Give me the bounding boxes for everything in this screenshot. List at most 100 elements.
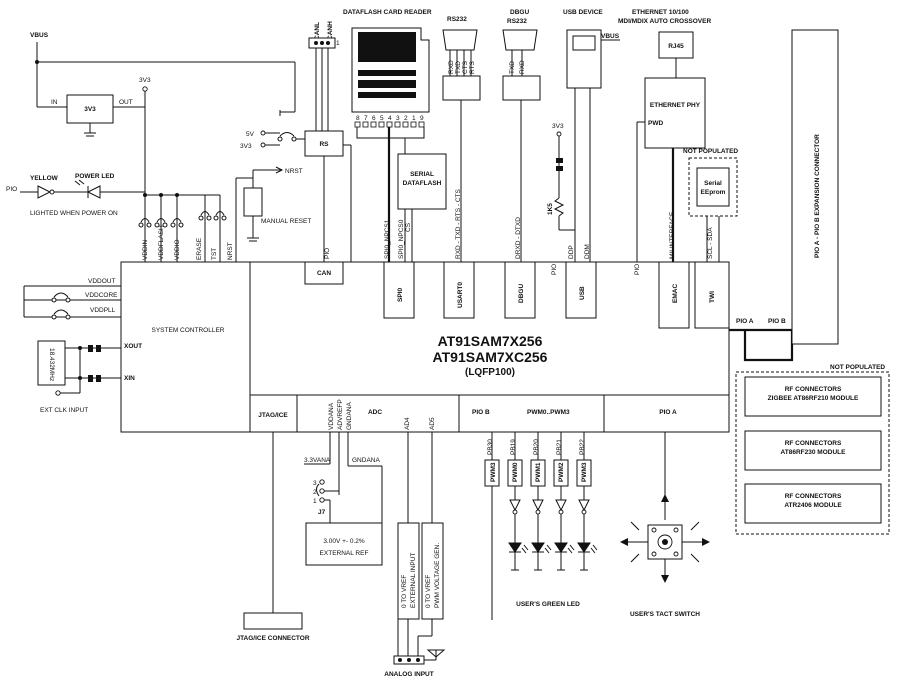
ad4-label: AD4 [404, 417, 411, 430]
spi0-npcs1-label: SPI0_NPCS1 [384, 219, 391, 259]
usb-block-label: USB [579, 286, 586, 300]
cs-label: CS [405, 222, 412, 232]
crystal-label: 18.432MHz [48, 348, 55, 381]
adc-block-label: ADC [368, 409, 382, 416]
green-led-label: USER'S GREEN LED [516, 601, 580, 608]
can-pin1-label: 1 [336, 40, 340, 47]
led-buffer-4 [578, 499, 590, 512]
eeprom-not-populated: NOT POPULATED [683, 148, 738, 155]
serial-df-label-1: SERIAL [410, 171, 434, 178]
pio-b-block-label: PIO B [472, 409, 490, 416]
adc-vddana: VDDANA [328, 402, 335, 430]
usart-cts: CTS [462, 60, 469, 74]
j7-pin2: 2 [313, 489, 317, 496]
serial-df-label-2: DATAFLASH [403, 180, 442, 187]
ad5-label: AD5 [429, 417, 436, 430]
pio-a-signal-label: PIO [551, 264, 558, 275]
xout-label: XOUT [124, 343, 142, 350]
v5-label: 5V [246, 131, 255, 138]
rs-label: RS [319, 141, 329, 148]
vbus-label: VBUS [30, 32, 49, 39]
pwm-led-section [484, 432, 598, 620]
card-pin-3: 3 [396, 115, 400, 122]
pb22-label: PB22 [579, 439, 586, 455]
card-pin-5: 5 [380, 115, 384, 122]
rs232-dbgu-title: RS232 [507, 18, 527, 25]
extref-line1: 3.00V +- 0.2% [323, 538, 365, 545]
pwm1-label: PWM1 [535, 462, 542, 482]
rj45-connector [658, 31, 694, 59]
rf3-line2: ATR2406 MODULE [784, 502, 842, 509]
led-buffer-2 [532, 499, 544, 512]
card-pin-9: 9 [420, 115, 424, 122]
j7-pin1: 1 [313, 498, 317, 505]
usart0-block-label: USART0 [457, 282, 464, 308]
dataflash-title: DATAFLASH CARD READER [343, 9, 432, 16]
twi-block-label: TWI [709, 291, 716, 303]
reg-name-label: 3V3 [84, 106, 96, 113]
chip-package: (LQFP100) [465, 367, 515, 378]
rs232-usart-title: RS232 [447, 16, 467, 23]
regulator-3v3 [66, 94, 114, 124]
rf1-line2: ZIGBEE AT86RF210 MODULE [768, 395, 859, 402]
v3v3-label: 3V3 [139, 77, 151, 84]
rj45-label: RJ45 [668, 43, 684, 50]
piob-edge-label: PIO B [768, 318, 786, 325]
spi0-block [383, 261, 415, 319]
tact-down-arrow-icon [661, 575, 669, 583]
rf2-line1: RF CONNECTORS [785, 440, 842, 447]
can-block-label: CAN [317, 270, 331, 277]
rs-transceiver [304, 130, 344, 157]
expansion-label: PIO A - PIO B EXPANSION CONNECTOR [814, 134, 821, 258]
pin-tst: TST [211, 248, 218, 260]
rf2-line2: AT86RF230 MODULE [781, 449, 847, 456]
nrst-label: NRST [285, 168, 303, 175]
card-pin-2: 2 [404, 115, 408, 122]
eth-title: ETHERNET 10/100 [632, 9, 689, 16]
usb-vbus-label: VBUS [601, 33, 620, 40]
green-led-icon-3 [554, 542, 568, 553]
db9-dbgu-icon [502, 29, 538, 51]
usart-driver [442, 75, 481, 101]
tact-left-arrow-icon [620, 538, 628, 546]
rf-dashed-frame [735, 371, 890, 535]
canh-label: CANH [327, 21, 334, 40]
emac-block [658, 261, 690, 329]
pb30-label: PB30 [487, 439, 494, 455]
pwm3b-label: PWM3 [581, 462, 588, 482]
spi0-block-label: SPI0 [397, 288, 404, 302]
rf-module-1 [744, 376, 882, 417]
expansion-connector [791, 29, 839, 345]
pwd-label: PWD [648, 120, 663, 127]
gndana-label: GNDANA [352, 457, 380, 464]
eeprom-dashed-frame [688, 157, 738, 217]
pio-b-signal-label: PIO [634, 264, 641, 275]
reset-button [243, 187, 263, 217]
rf1-line1: RF CONNECTORS [785, 386, 842, 393]
r-1k5-label: 1K5 [547, 203, 554, 215]
pio-led-label: PIO [6, 186, 17, 193]
vddcore-label: VDDCORE [85, 292, 118, 299]
pwm-gen-line2: PWM VOLTAGE GEN. [434, 543, 441, 608]
external-ref [305, 522, 383, 566]
eeprom-label: EEprom [701, 189, 726, 196]
dbgu-title: DBGU [510, 9, 529, 16]
jtag-block-label: JTAG/ICE [258, 412, 288, 419]
j7-label: J7 [318, 509, 326, 516]
pwm2-label: PWM2 [558, 462, 565, 482]
pin-erase: ERASE [196, 237, 203, 260]
pwm-gen-line1: 0 TO VREF [425, 575, 432, 608]
pio-a-block-label: PIO A [659, 409, 677, 416]
green-led-icon-4 [577, 542, 591, 553]
dbgu-block-label: DBGU [518, 284, 525, 303]
pin-vddio: VDDIO [174, 239, 181, 260]
card-pin-8: 8 [356, 115, 360, 122]
pwm0-label: PWM0 [512, 462, 519, 482]
tact-switch-label: USER'S TACT SWITCH [630, 611, 700, 618]
green-led-icon-2 [531, 542, 545, 553]
usart-rxd: RXD [448, 60, 455, 74]
usart-signal-label: RXD - TXD - RTS - CTS [455, 189, 462, 259]
dbgu-signal-label: DRXD - DTXD [515, 217, 522, 259]
ext-input-line2: EXTERNAL INPUT [410, 553, 417, 608]
